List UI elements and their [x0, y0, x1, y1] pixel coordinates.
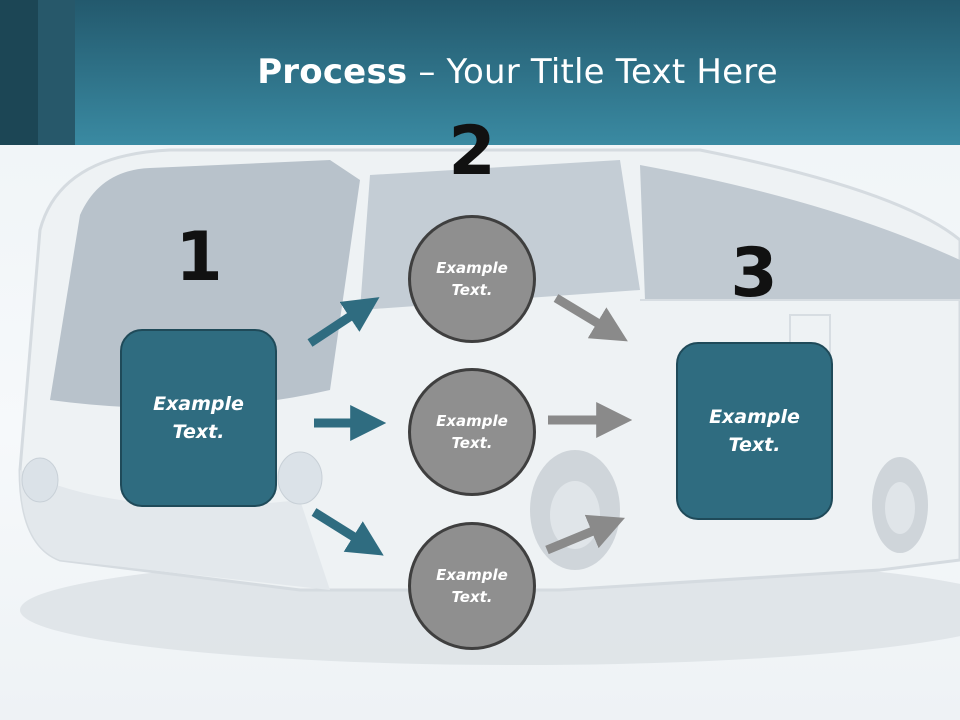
header-band [0, 0, 960, 145]
arrow-2a-to-3 [553, 294, 628, 342]
arrow-1-to-2a [307, 297, 380, 347]
step-number-3: 3 [730, 234, 778, 313]
arrow-2c-to-3 [545, 514, 625, 555]
circle-top-text-line1: Example [436, 258, 508, 277]
arrow-1-to-2c [311, 508, 384, 556]
step-2-circle-bottom[interactable]: Example Text. [408, 522, 536, 650]
circle-middle-text-line2: Text. [451, 434, 493, 452]
slide-title-rest: – Your Title Text Here [407, 52, 778, 92]
step-1-text-line2: Text. [172, 421, 225, 443]
step-3-box[interactable]: Example Text. [676, 342, 833, 520]
circle-bottom-text-line2: Text. [451, 588, 493, 606]
step-2-circle-middle[interactable]: Example Text. [408, 368, 536, 496]
step-number-1: 1 [175, 218, 223, 297]
step-number-2: 2 [448, 112, 496, 191]
step-2-circle-top[interactable]: Example Text. [408, 215, 536, 343]
slide-title[interactable]: Process – Your Title Text Here [75, 52, 960, 92]
circle-middle-text-line1: Example [436, 411, 508, 430]
slide-title-bold: Process [257, 52, 408, 92]
step-1-box[interactable]: Example Text. [120, 329, 277, 507]
step-1-text-line1: Example [153, 392, 244, 415]
header-accent-strip-dark [0, 0, 38, 145]
step-3-text-line1: Example [709, 405, 800, 428]
circle-top-text-line2: Text. [451, 281, 493, 299]
circle-bottom-text-line1: Example [436, 565, 508, 584]
header-accent-strip [38, 0, 75, 145]
step-3-text-line2: Text. [728, 434, 781, 456]
